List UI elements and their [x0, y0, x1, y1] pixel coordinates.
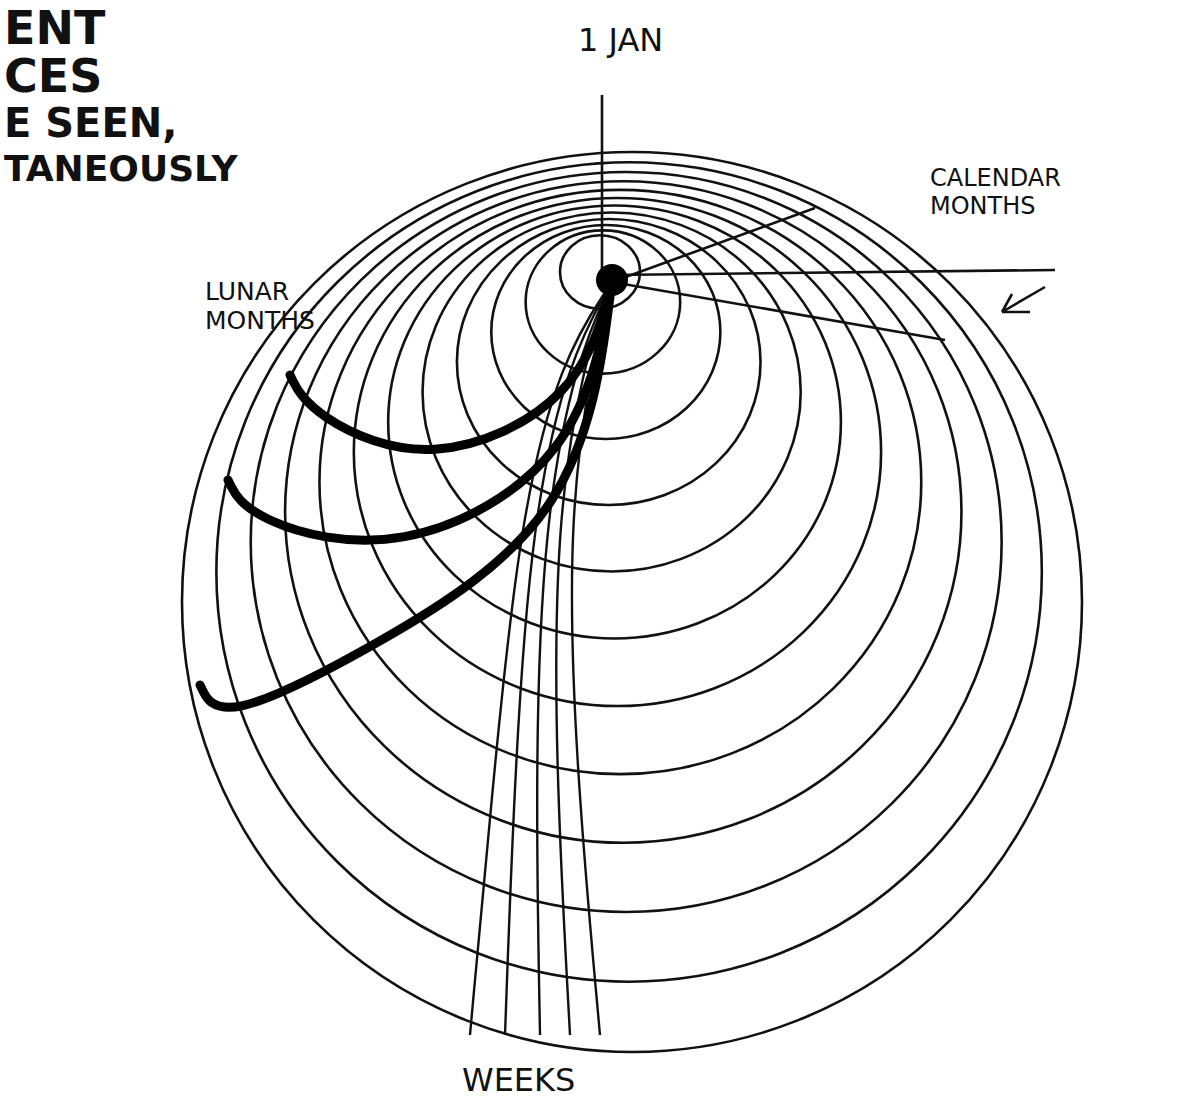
note-text: CES — [4, 50, 102, 103]
month-axis — [612, 270, 1055, 275]
lunar-curve — [290, 282, 612, 449]
cycle-label: CALENDAR MONTHS — [930, 165, 1080, 220]
pointer-arrow — [1002, 287, 1045, 312]
note-text: TANEOUSLY — [4, 148, 238, 189]
month-axis — [612, 208, 815, 282]
month-axis — [601, 95, 604, 285]
week-curve — [537, 282, 612, 1035]
month-axis — [612, 282, 945, 340]
cycle-ring — [423, 213, 801, 572]
cycle-label: WEEKS — [462, 1062, 575, 1099]
cycle-ring — [182, 152, 1082, 1052]
cycle-ring — [457, 219, 761, 505]
note-text: E SEEN, — [4, 100, 177, 146]
spiral-hub — [596, 264, 628, 296]
axis-label: 1 JAN — [578, 22, 663, 59]
cycle-label: LUNAR MONTHS — [205, 278, 345, 336]
cycle-ring — [388, 206, 841, 639]
cycle-ring — [560, 235, 640, 309]
cycle-ring — [216, 162, 1041, 981]
cycle-ring — [319, 190, 921, 774]
cycle-ring — [285, 181, 961, 843]
lunar-curve — [200, 282, 612, 707]
note-text: ENT — [4, 2, 105, 55]
